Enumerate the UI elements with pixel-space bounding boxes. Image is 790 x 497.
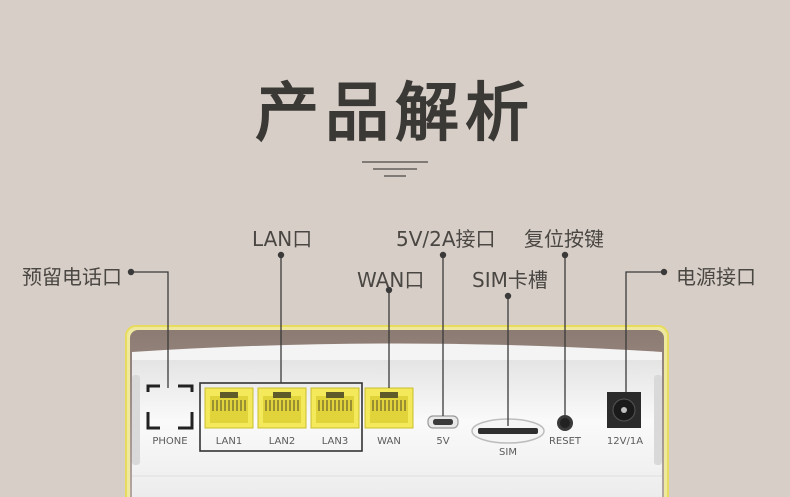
reset-button [557, 415, 573, 431]
callout-usb-power: 5V/2A接口 [396, 227, 496, 251]
usb-port-caption: 5V [436, 436, 450, 447]
phone-port-caption: PHONE [152, 436, 188, 447]
title-divider-icon [362, 161, 428, 177]
lan1-port [204, 387, 254, 429]
callout-power: 电源接口 [676, 265, 756, 289]
callout-phone: 预留电话口 [22, 265, 122, 289]
lan1-port-caption: LAN1 [215, 436, 243, 447]
page-title: 产品解析 [255, 77, 535, 151]
sim-slot [471, 418, 545, 444]
wan-port-caption: WAN [377, 436, 401, 447]
sim-slot-caption: SIM [499, 447, 517, 458]
lan2-port-caption: LAN2 [268, 436, 296, 447]
dc-jack-caption: 12V/1A [606, 436, 644, 447]
callout-lan: LAN口 [252, 227, 313, 251]
usb-port [427, 415, 459, 429]
reset-button-caption: RESET [548, 436, 582, 447]
callout-wan: WAN口 [357, 268, 425, 292]
lan3-port [310, 387, 360, 429]
lan2-port [257, 387, 307, 429]
callout-sim: SIM卡槽 [472, 268, 548, 292]
callout-reset-button: 复位按键 [524, 227, 604, 251]
dc-power-jack [607, 392, 641, 428]
wan-port [364, 387, 414, 429]
lan3-port-caption: LAN3 [321, 436, 349, 447]
